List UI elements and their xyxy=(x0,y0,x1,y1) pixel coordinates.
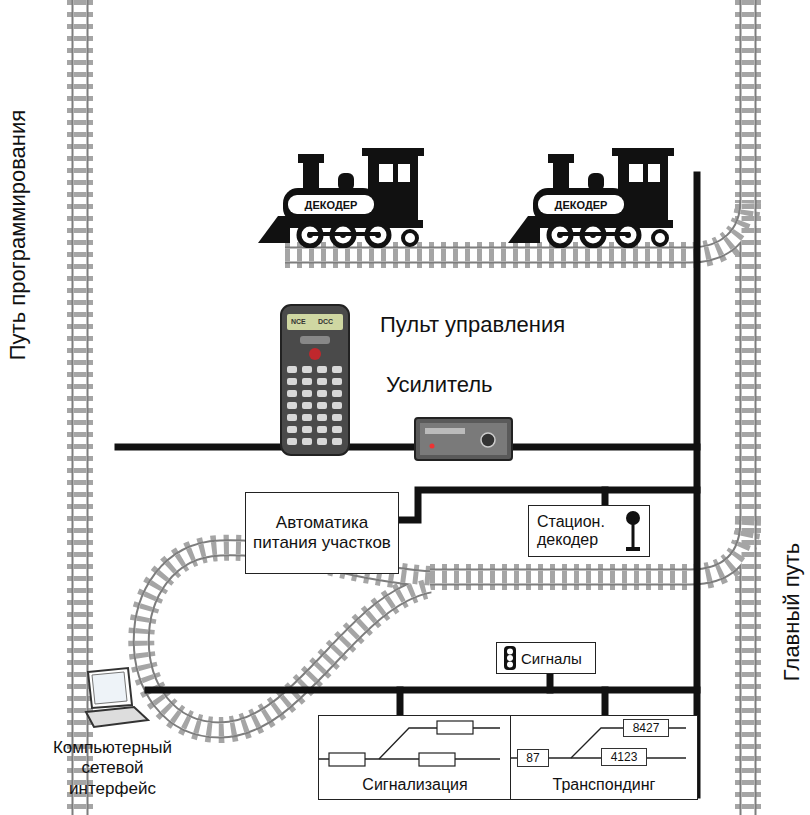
transponder-number-box: 4123 xyxy=(601,748,647,766)
node-text: Стацион. декодер xyxy=(537,513,619,550)
node-text: 8427 xyxy=(633,721,660,735)
track xyxy=(80,0,748,815)
key xyxy=(302,390,312,397)
brand-label: DCC xyxy=(318,318,333,325)
laptop xyxy=(86,668,148,727)
node-text: ДЕКОДЕР xyxy=(305,199,358,211)
key xyxy=(317,390,327,397)
key xyxy=(332,426,342,433)
key xyxy=(287,390,297,397)
light-icon xyxy=(503,645,517,674)
bus-wires xyxy=(118,175,697,795)
brand-label: NCE xyxy=(291,318,306,325)
key xyxy=(332,402,342,409)
device-label: Пульт управления xyxy=(380,312,565,338)
key xyxy=(332,378,342,385)
track-label: Главный путь xyxy=(779,543,805,681)
node-text: 4123 xyxy=(611,750,638,764)
key xyxy=(332,414,342,421)
transponder-number-box: 87 xyxy=(517,749,549,767)
key xyxy=(317,378,327,385)
decoder-label: ДЕКОДЕР xyxy=(538,195,624,214)
semaphore-icon xyxy=(622,510,644,556)
locomotive xyxy=(258,148,674,246)
key xyxy=(287,402,297,409)
device-label: Компьютерный сетевой интерфейс xyxy=(45,738,180,799)
amplifier xyxy=(415,418,512,460)
key xyxy=(302,426,312,433)
node-text: Автоматика питания участков xyxy=(250,513,394,552)
node-text: ДЕКОДЕР xyxy=(555,199,608,211)
node-text: Сигналы xyxy=(521,650,582,667)
key xyxy=(317,426,327,433)
key xyxy=(317,438,327,445)
panel-box: Сигнализация xyxy=(318,715,512,800)
key xyxy=(332,366,342,373)
alarm-icon xyxy=(319,716,503,780)
key xyxy=(317,366,327,373)
key xyxy=(287,366,297,373)
decoder-label: ДЕКОДЕР xyxy=(288,195,374,214)
key xyxy=(302,414,312,421)
node-text: Транспондинг xyxy=(511,776,697,794)
node-text: Сигнализация xyxy=(319,776,511,794)
key xyxy=(302,378,312,385)
track-label: Путь программирования xyxy=(5,110,31,360)
key xyxy=(287,438,297,445)
transponder-number-box: 8427 xyxy=(623,719,669,737)
stationary-decoder-box: Стацион. декодер xyxy=(528,505,650,557)
key xyxy=(332,438,342,445)
key xyxy=(317,402,327,409)
key xyxy=(332,390,342,397)
key xyxy=(317,414,327,421)
key xyxy=(302,438,312,445)
signals-box: Сигналы xyxy=(496,642,596,674)
power-automation-box: Автоматика питания участков xyxy=(245,492,399,574)
device-label: Усилитель xyxy=(386,372,493,398)
key xyxy=(302,402,312,409)
panel-box: Транспондинг 8427 87 4123 xyxy=(510,715,698,800)
key xyxy=(302,366,312,373)
key xyxy=(287,414,297,421)
node-text: 87 xyxy=(526,751,539,765)
key xyxy=(287,378,297,385)
key xyxy=(287,426,297,433)
handheld-controller xyxy=(281,305,349,455)
